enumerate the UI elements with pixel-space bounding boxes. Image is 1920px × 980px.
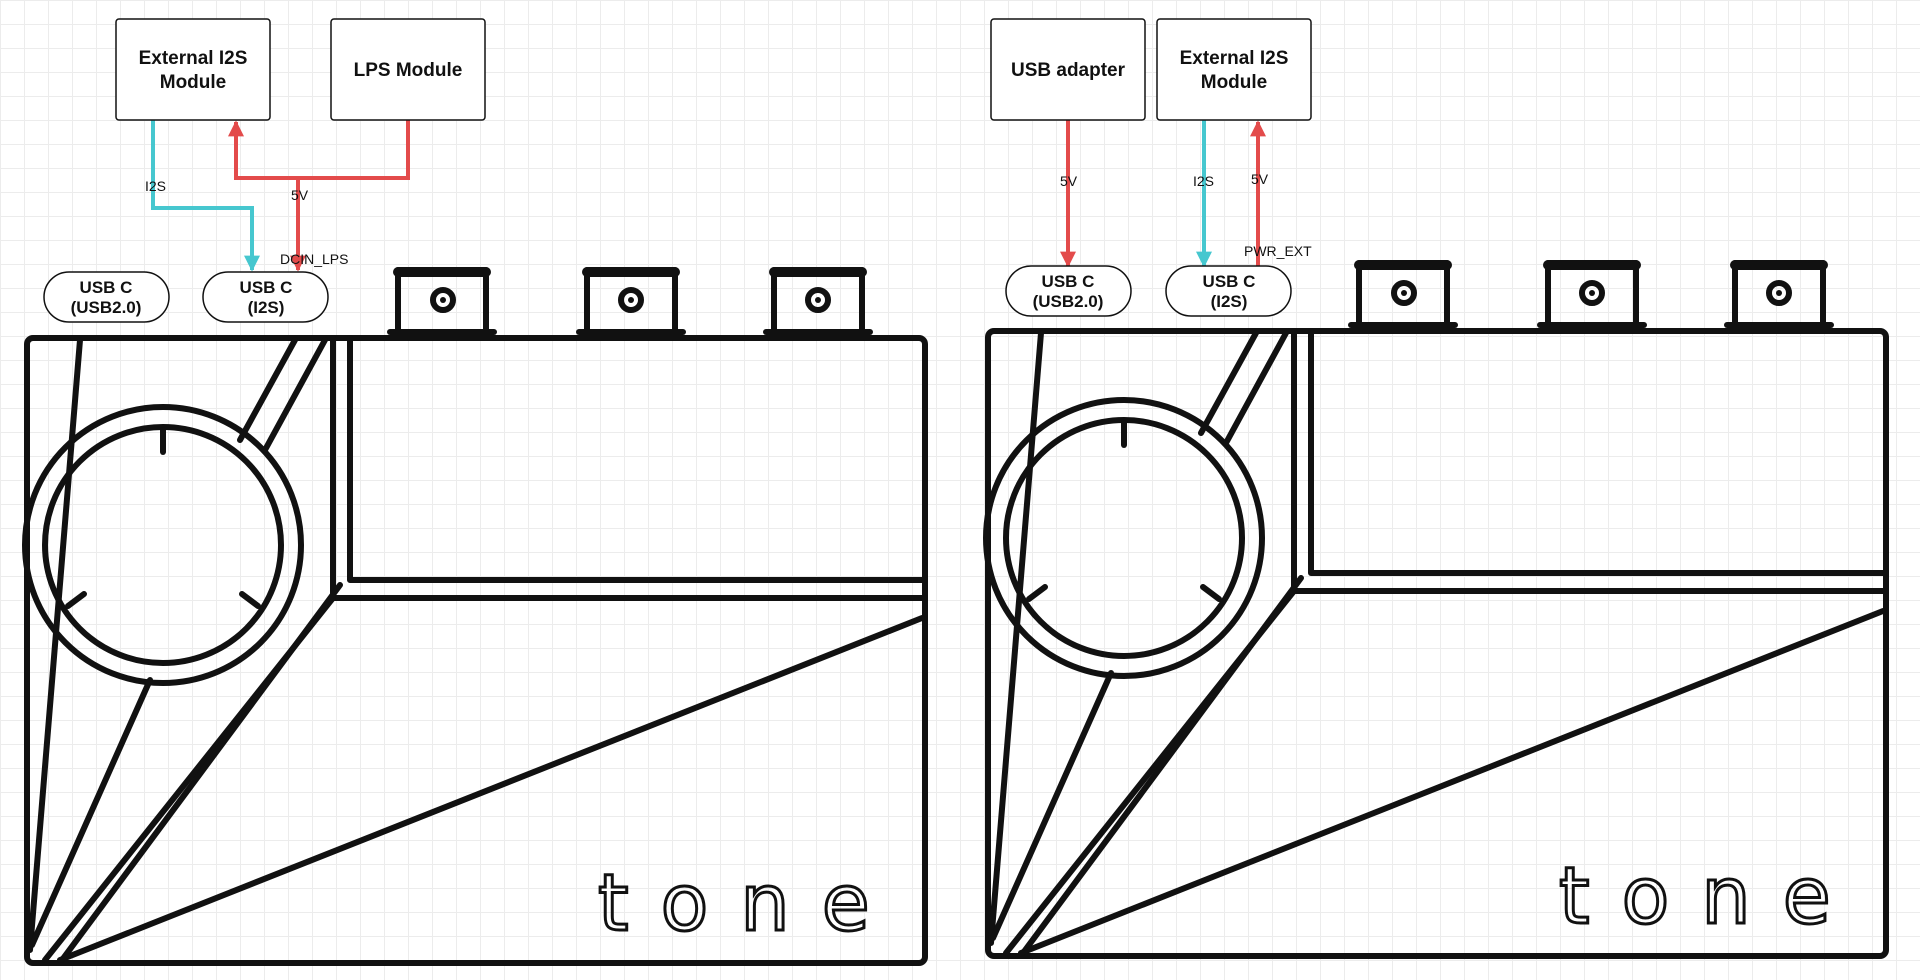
- left-i2s-label: I2S: [145, 178, 166, 194]
- right-pwr-ext-label: PWR_EXT: [1244, 243, 1312, 259]
- svg-text:(I2S): (I2S): [248, 298, 285, 317]
- right-panel: 5V I2S 5V PWR_EXT USB adapter External I…: [986, 18, 1886, 956]
- left-brand-logo: tone: [598, 859, 902, 949]
- svg-text:(USB2.0): (USB2.0): [1033, 292, 1104, 311]
- right-usb2-port[interactable]: USB C (USB2.0): [1005, 265, 1132, 317]
- right-usb-i2s-port[interactable]: USB C (I2S): [1165, 265, 1292, 317]
- left-panel: I2S 5V DCIN_LPS External I2S Module LPS …: [25, 18, 925, 963]
- svg-text:USB adapter: USB adapter: [1011, 60, 1126, 81]
- svg-text:Module: Module: [160, 72, 227, 93]
- svg-text:USB C: USB C: [1203, 272, 1256, 291]
- svg-text:Module: Module: [1201, 72, 1268, 93]
- svg-text:External I2S: External I2S: [1180, 48, 1289, 69]
- right-external-i2s-box[interactable]: External I2S Module: [1156, 18, 1312, 121]
- left-usb-i2s-port[interactable]: USB C (I2S): [202, 271, 329, 323]
- right-5v-adapter-label: 5V: [1060, 173, 1078, 189]
- left-5v-wire: [228, 120, 410, 180]
- right-brand-logo: tone: [1559, 852, 1863, 942]
- svg-text:USB C: USB C: [240, 278, 293, 297]
- svg-text:(I2S): (I2S): [1211, 292, 1248, 311]
- svg-text:USB C: USB C: [80, 278, 133, 297]
- svg-text:LPS Module: LPS Module: [354, 60, 463, 81]
- left-dcin-label: DCIN_LPS: [280, 251, 348, 267]
- svg-text:External I2S: External I2S: [139, 48, 248, 69]
- left-usb2-port[interactable]: USB C (USB2.0): [43, 271, 170, 323]
- left-lps-module-box[interactable]: LPS Module: [330, 18, 486, 121]
- right-usb-adapter-box[interactable]: USB adapter: [990, 18, 1146, 121]
- right-5v-ext-label: 5V: [1251, 171, 1269, 187]
- left-i2s-wire: [151, 120, 260, 272]
- left-5v-label: 5V: [291, 187, 309, 203]
- svg-text:(USB2.0): (USB2.0): [71, 298, 142, 317]
- right-i2s-label: I2S: [1193, 173, 1214, 189]
- svg-text:USB C: USB C: [1042, 272, 1095, 291]
- left-external-i2s-box[interactable]: External I2S Module: [115, 18, 271, 121]
